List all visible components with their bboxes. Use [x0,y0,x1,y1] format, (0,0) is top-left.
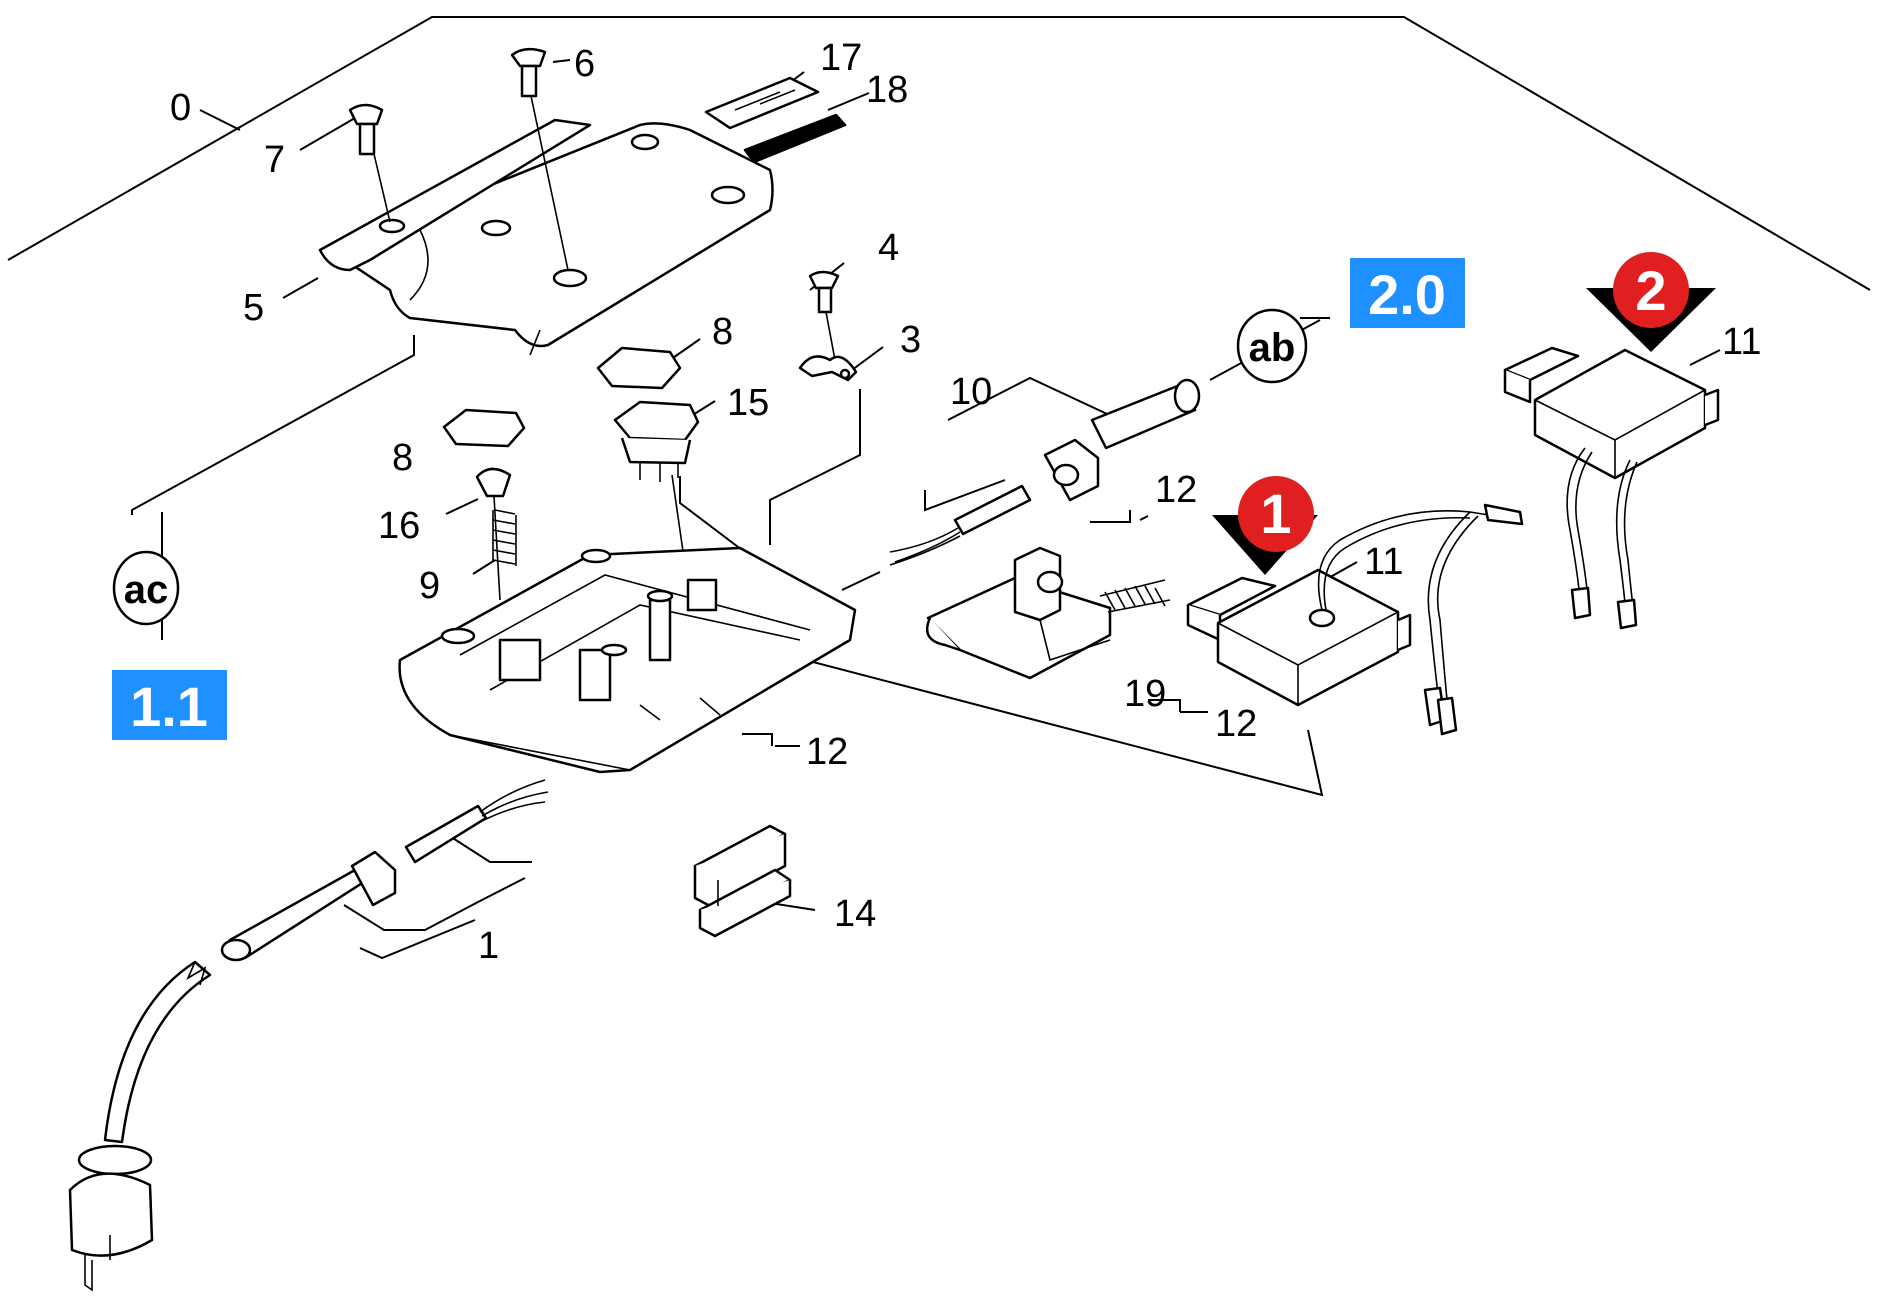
svg-text:ab: ab [1249,326,1296,370]
part-bracket-hinge [925,546,1112,680]
variant-marker-2: 2 [1586,252,1716,352]
part-8-switch-cap-upper [596,346,682,390]
callout-18: 18 [866,69,908,111]
svg-text:1: 1 [1260,482,1291,545]
section-tag-2-0[interactable]: 2.0 [1350,258,1465,328]
part-1-power-cable [68,779,549,1292]
part-14-clip-blocks [693,824,792,938]
callout-1: 1 [478,925,499,967]
part-9-spring [492,509,517,566]
part-17-label [704,76,820,130]
part-10-cable-sleeve [889,378,1201,566]
frame-lines [7,16,1871,291]
callout-10: 10 [950,371,992,413]
callout-0: 0 [170,87,191,129]
part-3-cable-clamp [798,355,858,382]
callout-19: 19 [1124,673,1166,715]
callout-12-a: 12 [1155,469,1197,511]
svg-text:2.0: 2.0 [1368,263,1446,326]
disc-ac: ac [112,550,180,626]
disc-ab: ab [1236,308,1308,384]
callout-6: 6 [574,43,595,85]
part-6-screw [510,47,569,271]
svg-text:2: 2 [1635,259,1666,322]
part-8-switch-cap-lower [442,408,526,448]
callout-numbers: 0 7 5 6 17 18 4 3 8 15 8 16 9 10 12 11 1… [170,37,1761,967]
callout-15: 15 [727,382,769,424]
svg-text:1.1: 1.1 [130,675,208,738]
callout-14: 14 [834,893,876,935]
part-11-capacitor-variant-2 [1503,346,1720,630]
part-base-housing [398,546,857,774]
callout-11-a: 11 [1364,541,1403,583]
callout-9: 9 [419,565,440,607]
callout-12-c: 12 [806,731,848,773]
part-18-logo-label: KÄRCHER [743,113,847,170]
part-7-screw [348,103,391,223]
callout-8-upper: 8 [712,311,733,353]
callout-11-b: 11 [1722,321,1761,363]
leader-lines [131,59,1721,960]
callout-12-b: 12 [1215,703,1257,745]
part-19-spring [1099,579,1171,613]
part-4-screw [808,270,840,361]
part-16-button [475,467,512,601]
callout-7: 7 [264,139,285,181]
variant-marker-1: 1 [1212,476,1318,575]
part-11-capacitor-variant-1 [1186,503,1524,736]
callout-17: 17 [820,37,862,79]
callout-3: 3 [900,319,921,361]
svg-text:ac: ac [124,568,169,612]
callout-8-lower: 8 [392,437,413,479]
callout-4: 4 [878,227,899,269]
part-15-rocker-switch [613,400,700,601]
part-5-top-cover [318,118,774,356]
section-tag-1-1[interactable]: 1.1 [112,670,227,740]
callout-5: 5 [243,287,264,329]
callout-16: 16 [378,505,420,547]
